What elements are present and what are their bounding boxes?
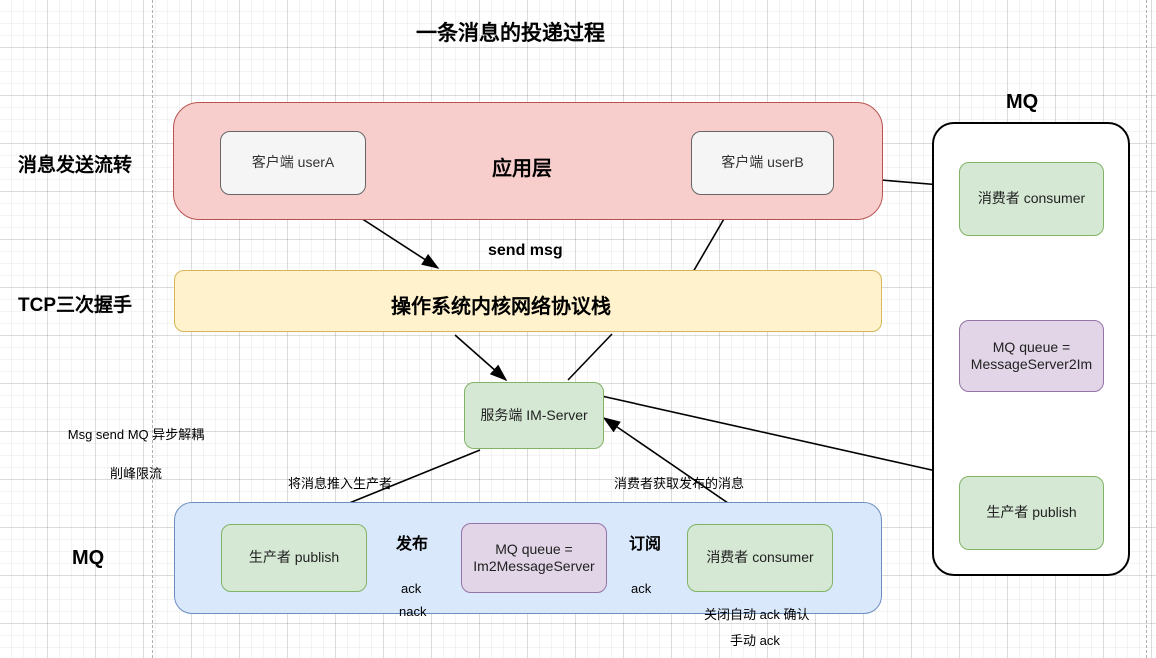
- client-userb-label: 客户端 userB: [721, 154, 804, 171]
- edge-imserver-to-kernel: [567, 333, 613, 381]
- edge-label-send-msg: send msg: [488, 242, 563, 259]
- edge-label-consumer-get: 消费者获取发布的消息: [614, 476, 745, 491]
- mq-right-queue-line2: MessageServer2Im: [970, 356, 1093, 372]
- kernel-network-stack-box: [174, 270, 882, 332]
- mq-right-title: MQ: [1006, 91, 1039, 113]
- mq-bottom-queue-line1: MQ queue =: [495, 540, 573, 557]
- mq-bottom-producer-box[interactable]: 生产者 publish: [221, 524, 367, 592]
- note-disable-auto-ack: 关闭自动 ack 确认: [704, 607, 810, 622]
- mq-right-consumer-label: 消费者 consumer: [977, 190, 1086, 207]
- edge-label-publish: 发布: [396, 536, 429, 553]
- edge-label-nack-left: nack: [399, 604, 427, 619]
- row-label-mq: MQ: [72, 547, 105, 569]
- mq-right-queue-box[interactable]: MQ queue = MessageServer2Im: [959, 320, 1104, 392]
- edge-label-push-to-producer: 将消息推入生产者: [288, 476, 393, 491]
- mq-right-consumer-box[interactable]: 消费者 consumer: [959, 162, 1104, 236]
- mq-right-producer-label: 生产者 publish: [986, 504, 1077, 521]
- client-usera-box[interactable]: 客户端 userA: [220, 131, 366, 195]
- client-usera-label: 客户端 userA: [251, 154, 335, 171]
- page-break-line-left: [152, 0, 153, 658]
- edge-label-ack-right: ack: [631, 581, 652, 596]
- im-server-label: 服务端 IM-Server: [480, 406, 588, 423]
- edge-imserver-to-right-producer: [596, 394, 956, 478]
- mq-bottom-consumer-box[interactable]: 消费者 consumer: [687, 524, 833, 592]
- mq-bottom-queue-box[interactable]: MQ queue = Im2MessageServer: [461, 523, 607, 593]
- diagram-title: 一条消息的投递过程: [416, 22, 605, 45]
- mq-right-queue-line1: MQ queue =: [992, 338, 1071, 355]
- row-label-message-flow: 消息发送流转: [18, 155, 133, 176]
- application-layer-title: 应用层: [492, 158, 552, 180]
- note-async-decouple-line1: Msg send MQ 异步解耦: [67, 426, 205, 442]
- mq-bottom-queue-line2: Im2MessageServer: [473, 558, 595, 574]
- client-userb-box[interactable]: 客户端 userB: [691, 131, 834, 195]
- im-server-box[interactable]: 服务端 IM-Server: [464, 382, 604, 449]
- mq-bottom-consumer-label: 消费者 consumer: [706, 549, 814, 566]
- note-async-decouple-line2: 削峰限流: [109, 465, 162, 481]
- page-break-line-right: [1146, 0, 1147, 658]
- edge-label-subscribe: 订阅: [629, 536, 662, 553]
- row-label-tcp-handshake: TCP三次握手: [18, 295, 133, 316]
- mq-right-producer-box[interactable]: 生产者 publish: [959, 476, 1104, 550]
- edge-kernel-to-imserver: [454, 334, 508, 382]
- mq-bottom-producer-label: 生产者 publish: [248, 549, 340, 566]
- kernel-network-stack-title: 操作系统内核网络协议栈: [391, 296, 611, 318]
- edge-label-ack-left: ack: [401, 581, 422, 596]
- note-async-decouple: Msg send MQ 异步解耦 削峰限流: [46, 405, 226, 483]
- note-manual-ack: 手动 ack: [730, 633, 780, 648]
